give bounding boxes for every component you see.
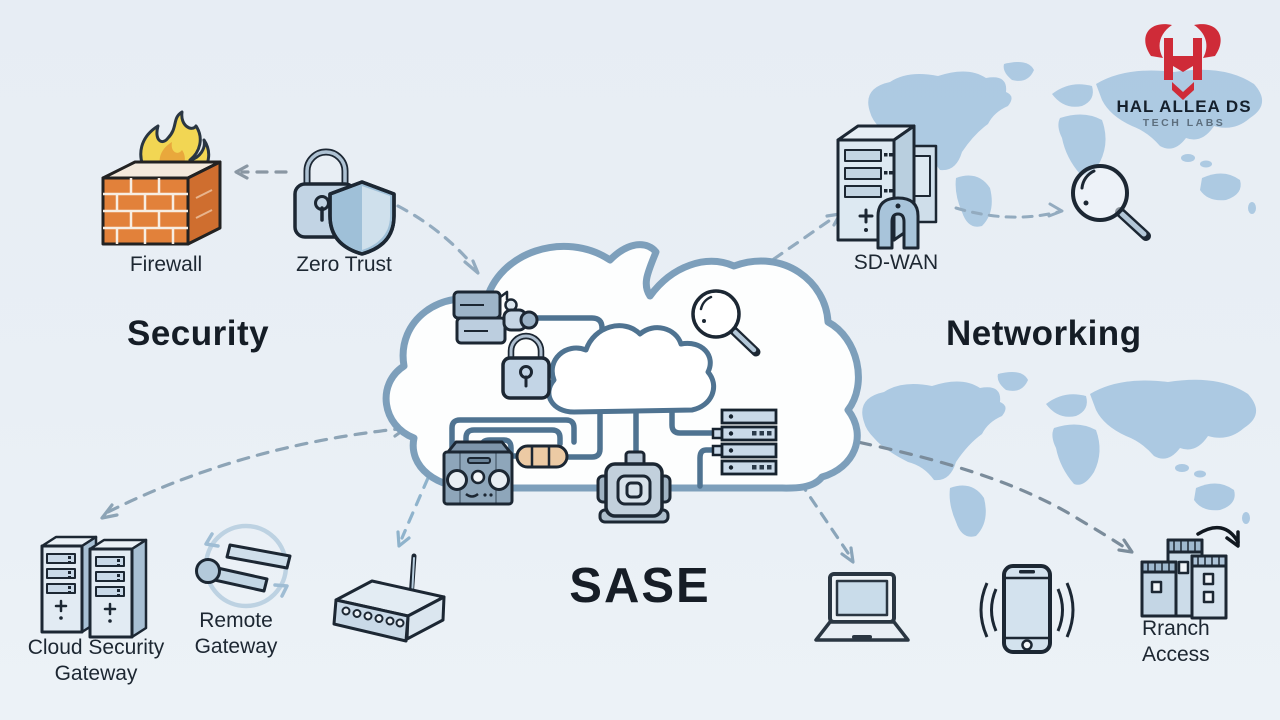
smartphone-icon	[979, 564, 1075, 654]
cloud-internal-wires	[449, 315, 716, 489]
cloud-security-gateway-line1: Cloud Security	[27, 636, 165, 659]
remote-gateway-icon	[195, 523, 292, 609]
sd-wan-server-icon	[836, 124, 938, 250]
laptop-icon	[814, 572, 910, 642]
zero-trust-lock-icon	[293, 148, 396, 256]
resistor-icon	[515, 444, 569, 469]
power-adapter-icon	[596, 450, 672, 524]
section-heading-security: Security	[127, 314, 270, 353]
firewall-brick-icon	[101, 110, 222, 246]
bull-logo-icon	[1145, 24, 1221, 100]
remote-gateway-line1: Remote	[199, 609, 273, 632]
cloud-security-gateway-line2: Gateway	[54, 662, 138, 685]
sd-wan-label: SD-WAN	[853, 251, 939, 274]
branch-access-line2: Access	[1142, 643, 1210, 666]
server-rack-icon	[711, 408, 778, 476]
server-towers-icon	[40, 535, 148, 639]
branch-access-label: Rranch Access	[1142, 616, 1232, 668]
mini-cloud-icon	[546, 323, 716, 415]
magnifier-icon	[691, 289, 761, 357]
magnifier-icon-map	[1071, 164, 1151, 241]
section-heading-networking: Networking	[946, 314, 1142, 353]
zero-trust-label: Zero Trust	[296, 253, 392, 276]
firewall-label: Firewall	[129, 253, 203, 276]
mini-devices-icon	[452, 290, 539, 345]
network-appliance-icon	[442, 440, 514, 506]
sase-title: SASE	[569, 559, 711, 613]
logo-subtitle-text: TECH LABS	[1142, 117, 1226, 129]
wifi-router-icon	[332, 553, 446, 643]
shield-icon	[328, 180, 396, 256]
branch-buildings-icon	[1140, 525, 1240, 620]
logo-brand-text: HAL ALLEA DS	[1116, 97, 1252, 116]
remote-gateway-label: Remote Gateway	[186, 608, 286, 660]
branch-access-line1: Rranch	[1142, 617, 1210, 640]
remote-gateway-line2: Gateway	[194, 635, 278, 658]
world-map-mid-right	[862, 372, 1257, 537]
cloud-security-gateway-label: Cloud Security Gateway	[22, 635, 170, 687]
padlock-icon	[501, 332, 551, 400]
